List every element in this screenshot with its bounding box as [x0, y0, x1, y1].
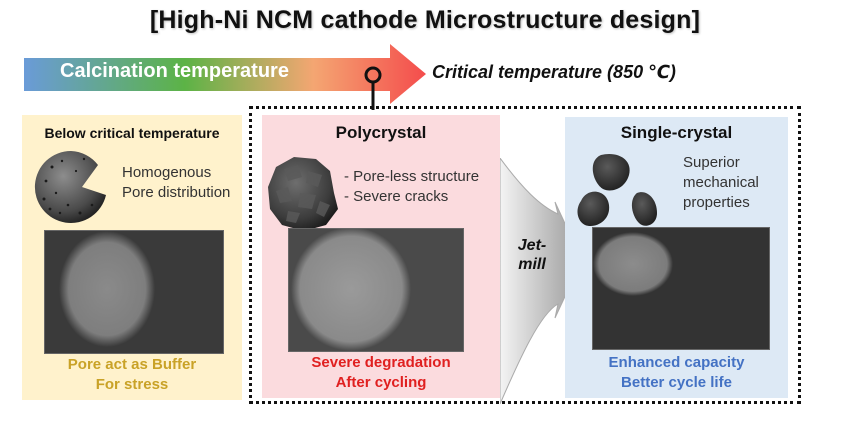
- sem-image-porous: [44, 230, 224, 354]
- panel-title: Below critical temperature: [44, 125, 220, 141]
- panel-title: Single-crystal: [620, 123, 733, 142]
- porous-particle-icon: [34, 150, 106, 223]
- temperature-arrow: [24, 44, 426, 104]
- panel-title: Polycrystal: [335, 123, 427, 142]
- panel-polycrystal: Polycrystal - Pore-less structure - Seve…: [262, 115, 500, 398]
- below-description: Homogenous Pore distribution: [122, 164, 231, 201]
- jet-mill-label: Jet- mill: [517, 237, 547, 273]
- polycrystal-caption: Severe degradation After cycling: [311, 354, 451, 391]
- critical-temperature-label: Critical temperature (850 ℃): [432, 62, 676, 82]
- panel-below-critical: Below critical temperature Homogenous Po…: [22, 115, 242, 400]
- jet-mill-arrow: [500, 158, 583, 404]
- panel-single-crystal: Single-crystal Superior mechanical prope…: [565, 117, 788, 398]
- diagram-title: [High-Ni NCM cathode Microstructure desi…: [149, 6, 701, 34]
- sem-image-polycrystal: [288, 228, 464, 352]
- polycrystal-particle-icon: [268, 157, 338, 231]
- single-crystal-description: Superior mechanical properties: [683, 154, 759, 211]
- single-crystal-caption: Enhanced capacity Better cycle life: [608, 354, 745, 391]
- critical-point-marker-icon: [364, 66, 382, 110]
- polycrystal-description: - Pore-less structure - Severe cracks: [344, 168, 480, 205]
- single-crystal-particles-icon: [577, 153, 657, 227]
- calcination-temperature-label: Calcination temperature: [60, 60, 289, 82]
- below-caption: Pore act as Buffer For stress: [67, 356, 197, 393]
- sem-image-single-crystal: [592, 227, 770, 350]
- above-critical-group-box: [249, 106, 801, 404]
